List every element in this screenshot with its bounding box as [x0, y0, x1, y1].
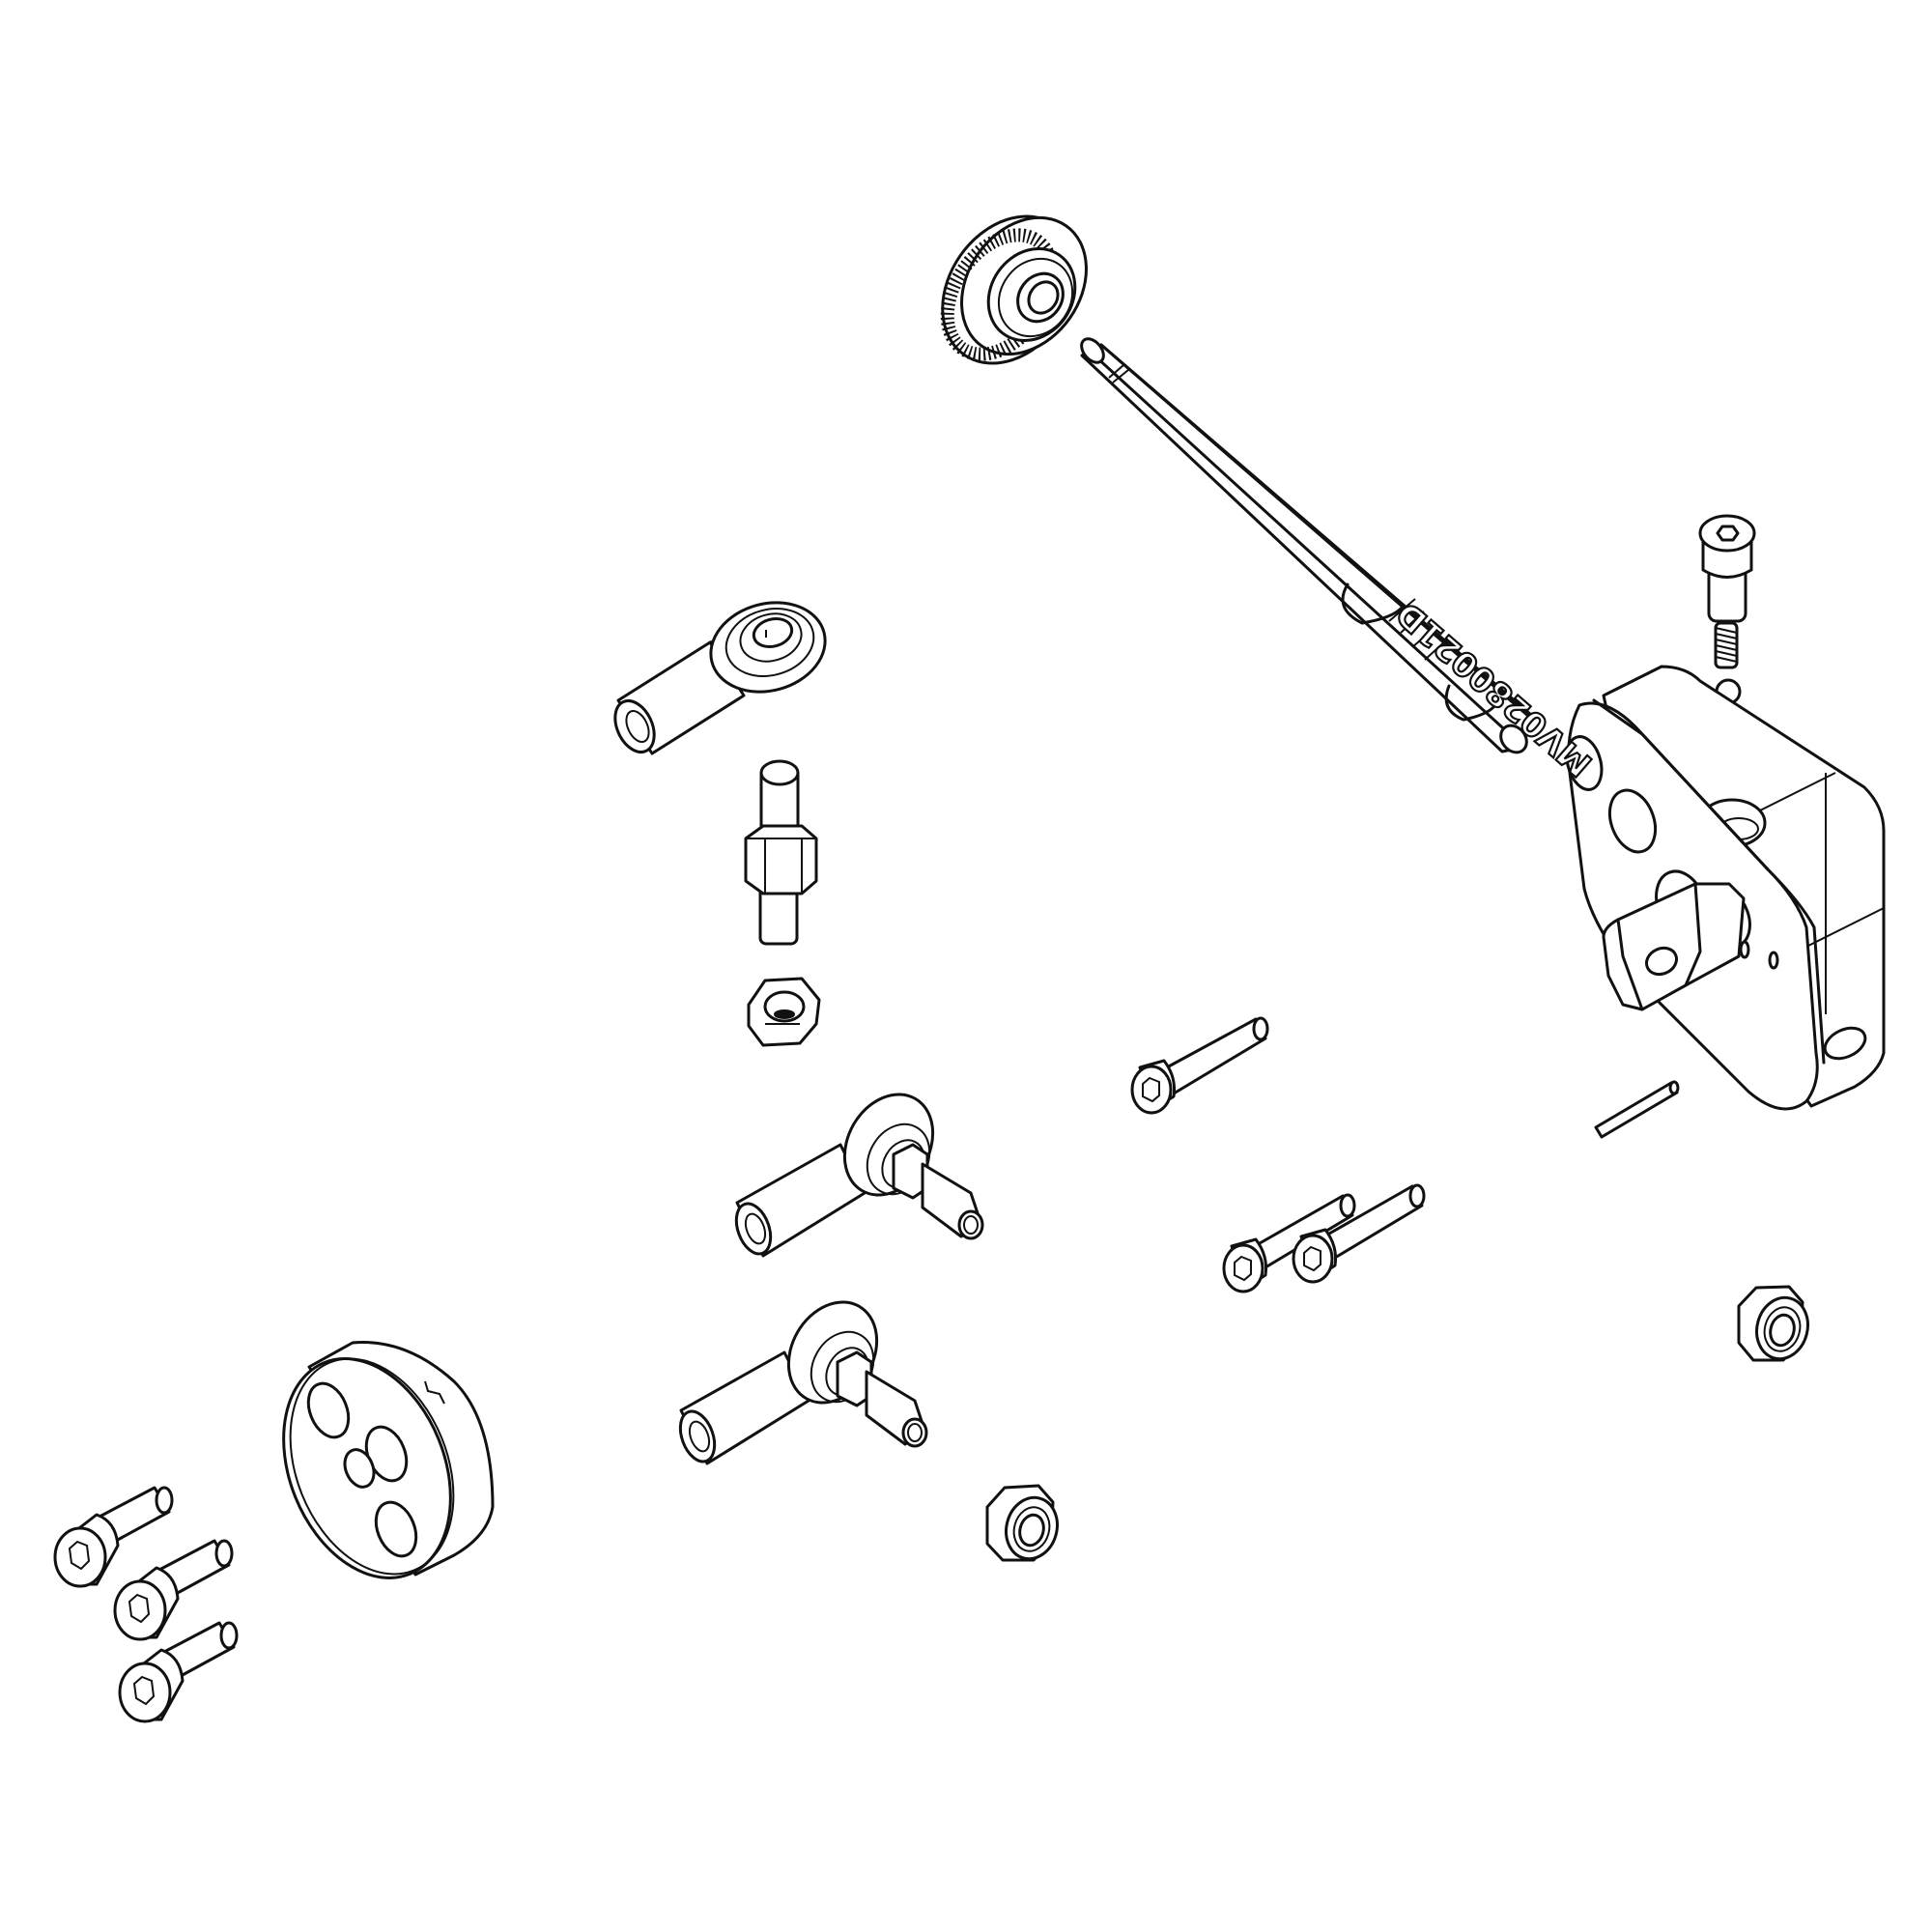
cap-screw-short: [113, 1539, 234, 1641]
lock-nut: [1737, 1285, 1809, 1362]
shaft: [1080, 337, 1533, 754]
dowel-pin: [1594, 1080, 1680, 1139]
cap-screw-short: [118, 1621, 239, 1723]
lock-nut: [747, 977, 821, 1047]
knurled-knob: [940, 214, 1088, 365]
cap-screw-short: [53, 1486, 174, 1588]
cap-screw-top: [1698, 514, 1756, 623]
cap-screw-long: [1130, 1016, 1269, 1115]
lock-nut: [985, 1484, 1059, 1562]
part-marking: MV0280021D: [1389, 594, 1600, 784]
spring: [1714, 621, 1739, 669]
ball-joint: [678, 1300, 928, 1465]
cap-screw-long: [1222, 1193, 1356, 1293]
cap-screw-long: [1292, 1183, 1426, 1284]
rod-end-female: [613, 601, 827, 755]
ball-joint: [734, 1093, 984, 1258]
hub-disc: [282, 1341, 495, 1579]
threaded-stud: [744, 759, 818, 946]
bracket-housing: MV0280021D: [1388, 592, 1886, 1111]
